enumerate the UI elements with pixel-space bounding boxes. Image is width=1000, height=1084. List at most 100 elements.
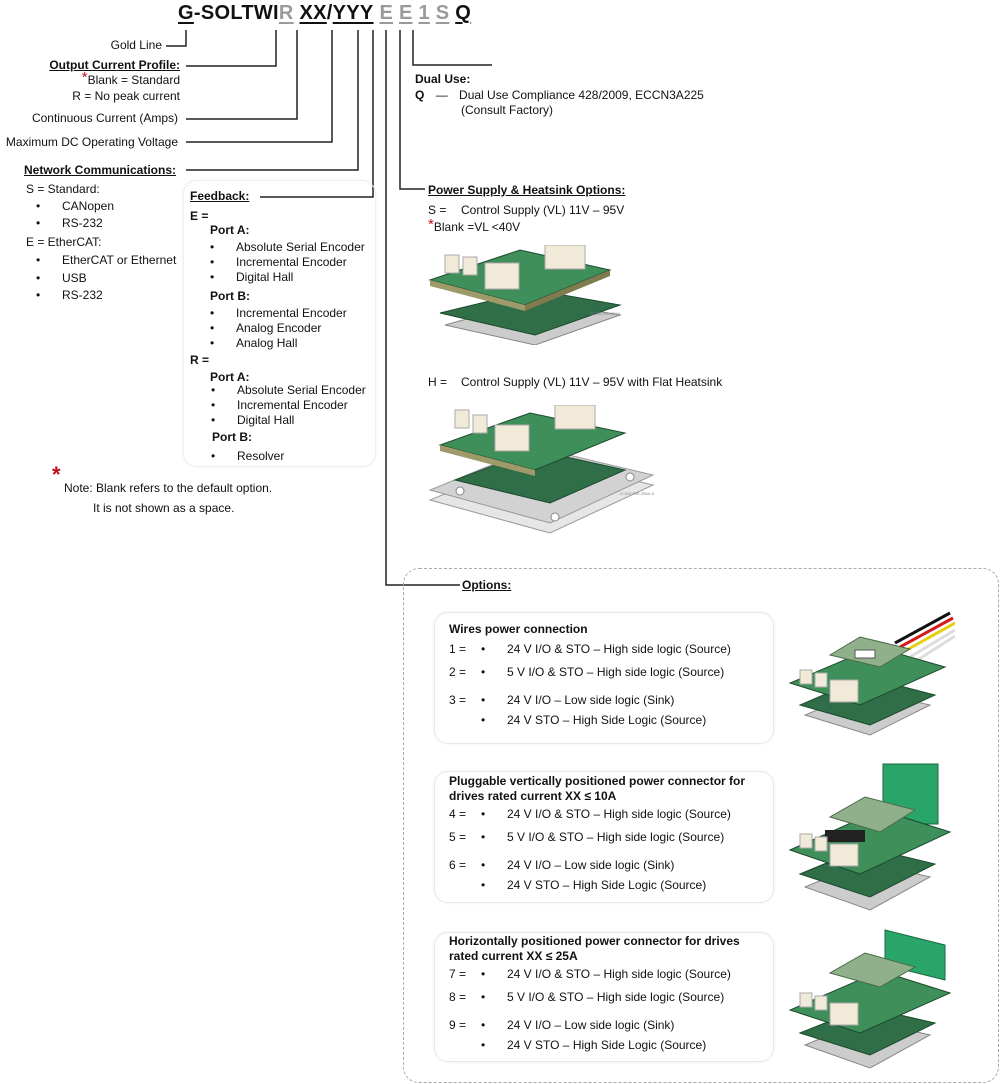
code-r: R — [278, 2, 294, 24]
note-line1: Note: Blank refers to the default option… — [64, 481, 273, 495]
options-group-vertical: Pluggable vertically positioned power co… — [434, 771, 774, 903]
options-group-title: Pluggable vertically positioned power co… — [449, 774, 746, 803]
network-e-item: RS-232 — [26, 288, 103, 302]
feedback-item: Analog Encoder — [200, 321, 321, 335]
option-image-vertical — [788, 763, 952, 911]
line-dual — [412, 30, 492, 66]
code-s: S — [435, 2, 450, 24]
line-voltage — [186, 30, 333, 143]
line-network — [186, 30, 359, 171]
feedback-item: Absolute Serial Encoder — [200, 240, 365, 254]
option-num: 2 = — [449, 665, 467, 679]
option-text: 24 V I/O & STO – High side logic (Source… — [507, 642, 731, 656]
dual-use-row: Q — Dual Use Compliance 428/2009, ECCN3A… — [415, 88, 704, 102]
option-row: •24 V STO – High Side Logic (Source) — [481, 713, 707, 727]
network-e-item: EtherCAT or Ethernet — [26, 253, 176, 267]
feedback-item: Incremental Encoder — [200, 255, 347, 269]
option-num: 7 = — [449, 967, 467, 981]
drive-image-standard: G-SOLTWI-208A — [428, 245, 622, 345]
feedback-item: Resolver — [201, 449, 284, 463]
feedback-item: Absolute Serial Encoder — [201, 383, 366, 397]
option-num: 9 = — [449, 1018, 467, 1032]
power-supply-title: Power Supply & Heatsink Options: — [428, 183, 626, 197]
line-options — [385, 30, 460, 586]
line-output-current — [186, 30, 277, 67]
code-e1: E — [379, 2, 394, 24]
network-e-item: USB — [26, 271, 87, 285]
drive-image-caption: G-SOLTWI-208A — [590, 311, 620, 316]
option-text: 24 V I/O – Low side logic (Sink) — [507, 858, 675, 872]
option-num: 6 = — [449, 858, 467, 872]
feedback-r-label: R = — [190, 353, 210, 367]
feedback-e-port-a: Port A: — [210, 223, 250, 237]
power-blank-text: Blank =VL <40V — [433, 220, 521, 234]
line-gold — [166, 30, 187, 47]
power-h-desc: Control Supply (VL) 11V – 95V with Flat … — [461, 375, 723, 389]
option-text: 5 V I/O & STO – High side logic (Source) — [507, 830, 725, 844]
output-current-blank: *Blank = Standard — [82, 70, 180, 87]
code-1: 1 — [418, 2, 430, 24]
option-num: 4 = — [449, 807, 467, 821]
feedback-r-port-a: Port A: — [210, 370, 250, 384]
option-row: •24 V STO – High Side Logic (Source) — [481, 1038, 707, 1052]
option-row: 3 =•24 V I/O – Low side logic (Sink) — [449, 693, 675, 707]
output-current-r: R = No peak current — [72, 89, 180, 103]
power-h-code: H = — [428, 375, 448, 389]
line-feedback — [260, 30, 374, 198]
power-supply-blank: *Blank =VL <40V — [428, 217, 521, 234]
network-s-item: RS-232 — [26, 216, 103, 230]
option-row: 8 =•5 V I/O & STO – High side logic (Sou… — [449, 990, 725, 1004]
feedback-item: Incremental Encoder — [200, 306, 347, 320]
power-s-desc: Control Supply (VL) 11V – 95V — [461, 203, 625, 217]
option-text: 5 V I/O & STO – High side logic (Source) — [507, 990, 725, 1004]
drive-image-caption: G-SOLTWI-208A-A — [620, 491, 654, 496]
code-e2: E — [398, 2, 413, 24]
option-text: 24 V I/O – Low side logic (Sink) — [507, 1018, 675, 1032]
network-title: Network Communications: — [24, 163, 177, 177]
option-text: 24 V STO – High Side Logic (Source) — [507, 878, 707, 892]
gold-line-label: Gold Line — [110, 38, 162, 52]
option-text: 24 V I/O & STO – High side logic (Source… — [507, 967, 731, 981]
option-image-horizontal — [788, 929, 952, 1069]
option-text: 24 V STO – High Side Logic (Source) — [507, 713, 707, 727]
feedback-item: Analog Hall — [200, 336, 297, 350]
option-text: 24 V I/O & STO – High side logic (Source… — [507, 807, 731, 821]
code-base: -SOLTWI — [193, 2, 279, 24]
code-slash: / — [326, 2, 333, 24]
options-group-horizontal: Horizontally positioned power connector … — [434, 932, 774, 1062]
part-number-code: G-SOLTWIR XX/YYY E E 1 S Q — [178, 2, 471, 25]
dual-use-sub: (Consult Factory) — [461, 103, 554, 117]
option-text: 5 V I/O & STO – High side logic (Source) — [507, 665, 725, 679]
option-row: 5 =•5 V I/O & STO – High side logic (Sou… — [449, 830, 725, 844]
option-text: 24 V I/O – Low side logic (Sink) — [507, 693, 675, 707]
feedback-item: Digital Hall — [200, 270, 293, 284]
power-supply-s: S = Control Supply (VL) 11V – 95V — [428, 203, 624, 217]
feedback-item: Digital Hall — [201, 413, 294, 427]
option-row: 7 =•24 V I/O & STO – High side logic (So… — [449, 967, 731, 981]
note-asterisk-icon: * — [52, 462, 61, 487]
feedback-r-port-b: Port B: — [212, 430, 252, 444]
option-row: 6 =•24 V I/O – Low side logic (Sink) — [449, 858, 675, 872]
options-group-wires: Wires power connection 1 =•24 V I/O & ST… — [434, 612, 774, 744]
continuous-current-label: Continuous Current (Amps) — [31, 111, 178, 125]
power-s-code: S = — [428, 203, 447, 217]
drive-image-heatsink: G-SOLTWI-208A-A — [428, 405, 655, 534]
feedback-box — [183, 180, 376, 467]
option-num: 3 = — [449, 693, 467, 707]
code-q: Q — [455, 2, 472, 24]
dual-use-code: Q — [415, 88, 425, 102]
options-title: Options: — [462, 578, 512, 592]
line-continuous — [186, 30, 298, 120]
power-supply-h: H = Control Supply (VL) 11V – 95V with Fl… — [428, 375, 722, 389]
feedback-item: Incremental Encoder — [201, 398, 348, 412]
code-xx: XX — [299, 2, 327, 24]
option-row: 4 =•24 V I/O & STO – High side logic (So… — [449, 807, 731, 821]
option-row: •24 V STO – High Side Logic (Source) — [481, 878, 707, 892]
network-s-item: CANopen — [26, 199, 114, 213]
asterisk-icon: * — [81, 69, 88, 86]
dual-use-dash: — — [435, 88, 448, 102]
output-current-blank-text: Blank = Standard — [87, 73, 180, 87]
output-current-title: Output Current Profile: — [49, 58, 180, 72]
option-num: 8 = — [449, 990, 467, 1004]
